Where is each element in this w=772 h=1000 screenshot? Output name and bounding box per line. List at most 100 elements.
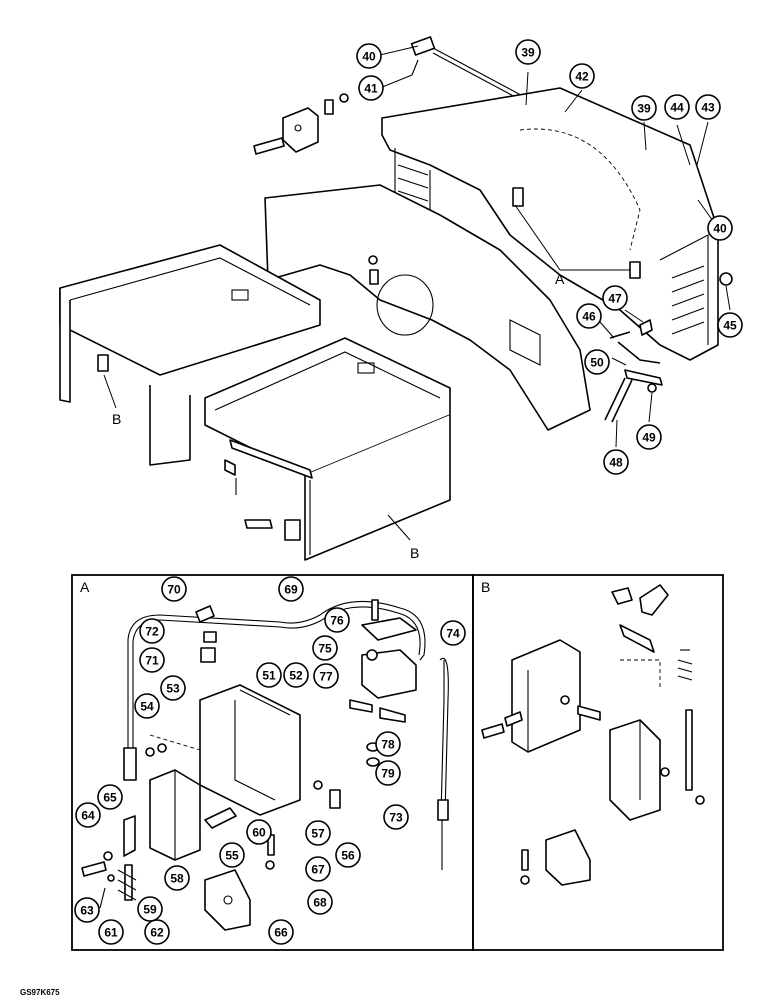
- hinge-bracket-top: [410, 36, 436, 76]
- callout-62: 62: [144, 919, 170, 945]
- callout-55: 55: [219, 842, 245, 868]
- callouts-main: 39 40 41 42 39 44 43 40 45 47 46 50 48 49: [356, 39, 743, 475]
- callout-57: 57: [305, 820, 331, 846]
- callout-number: 44: [670, 101, 684, 115]
- callout-number: 69: [284, 583, 298, 597]
- fastener-group-right: [604, 272, 733, 423]
- main-exploded-view: A B B 39 40 41 42 39 44 43 40 45 47 46 50 48 49: [59, 36, 743, 561]
- lever-plate: [349, 599, 417, 723]
- callout-65: 65: [97, 784, 123, 810]
- callout-number: 47: [608, 292, 622, 306]
- callout-67: 67: [305, 856, 331, 882]
- cable-clamp: [195, 605, 217, 663]
- callout-47: 47: [602, 285, 628, 311]
- callout-78: 78: [375, 731, 401, 757]
- callout-number: 66: [274, 926, 288, 940]
- callout-75: 75: [312, 635, 338, 661]
- callout-72: 72: [139, 618, 165, 644]
- callout-40: 40: [356, 43, 382, 69]
- callout-number: 70: [167, 583, 181, 597]
- inset-b-label: B: [481, 579, 490, 595]
- pivot-bracket: [204, 869, 251, 931]
- callout-number: 76: [330, 614, 344, 628]
- callout-number: 73: [389, 811, 403, 825]
- callout-number: 62: [150, 926, 164, 940]
- callout-number: 41: [364, 82, 378, 96]
- latch-bracket-b: [481, 639, 601, 753]
- callout-number: 67: [311, 863, 325, 877]
- callout-number: 45: [723, 319, 737, 333]
- callout-70: 70: [161, 576, 187, 602]
- callout-number: 71: [145, 654, 159, 668]
- callout-number: 78: [381, 738, 395, 752]
- callout-69: 69: [278, 576, 304, 602]
- callout-number: 68: [313, 896, 327, 910]
- callout-number: 40: [362, 50, 376, 64]
- drawing-code: GS97K675: [20, 988, 60, 997]
- callout-66: 66: [268, 919, 294, 945]
- inset-b: B: [472, 574, 724, 951]
- callout-number: 65: [103, 791, 117, 805]
- callout-number: 61: [104, 926, 118, 940]
- callout-number: 39: [637, 102, 651, 116]
- callout-52: 52: [283, 662, 309, 688]
- callout-60: 60: [246, 819, 272, 845]
- callout-number: 39: [521, 46, 535, 60]
- callout-number: 74: [446, 627, 460, 641]
- callout-41: 41: [358, 75, 384, 101]
- inset-a: A: [71, 574, 474, 951]
- callout-40: 40: [707, 215, 733, 241]
- callout-number: 51: [262, 669, 276, 683]
- control-cable: [123, 600, 449, 870]
- left-fender: [59, 244, 321, 466]
- ref-letter-b-right: B: [410, 545, 419, 561]
- right-fender: [204, 337, 451, 561]
- mounting-bracket: [253, 93, 349, 155]
- callout-59: 59: [137, 896, 163, 922]
- callout-63: 63: [74, 897, 100, 923]
- callout-number: 46: [582, 310, 596, 324]
- callout-79: 79: [375, 760, 401, 786]
- fasteners-a: [145, 742, 380, 870]
- ref-letter-a-main: A: [555, 271, 565, 287]
- callout-number: 58: [170, 872, 184, 886]
- mounting-bracket-a: [149, 684, 301, 816]
- callout-number: 59: [143, 903, 157, 917]
- callout-number: 79: [381, 767, 395, 781]
- callout-61: 61: [98, 919, 124, 945]
- callout-number: 54: [140, 700, 154, 714]
- callout-number: 75: [318, 642, 332, 656]
- callout-number: 63: [80, 904, 94, 918]
- callout-number: 56: [341, 849, 355, 863]
- front-cowl-panel: [264, 184, 591, 431]
- callout-64: 64: [75, 802, 101, 828]
- callout-number: 55: [225, 849, 239, 863]
- callout-58: 58: [164, 865, 190, 891]
- callout-number: 57: [311, 827, 325, 841]
- callout-number: 42: [575, 70, 589, 84]
- callout-number: 43: [701, 101, 715, 115]
- callout-43: 43: [695, 94, 721, 120]
- ref-letter-b-left: B: [112, 411, 121, 427]
- callout-number: 60: [252, 826, 266, 840]
- callout-number: 64: [81, 809, 95, 823]
- callout-77: 77: [313, 663, 339, 689]
- callout-73: 73: [383, 804, 409, 830]
- latch-block-b: [609, 709, 705, 821]
- callout-49: 49: [636, 424, 662, 450]
- callout-50: 50: [584, 349, 610, 375]
- callout-39: 39: [515, 39, 541, 65]
- key-and-handle-b: [611, 584, 693, 690]
- callout-51: 51: [256, 662, 282, 688]
- callout-number: 50: [590, 356, 604, 370]
- callout-48: 48: [603, 449, 629, 475]
- callout-76: 76: [324, 607, 350, 633]
- callout-number: 53: [166, 682, 180, 696]
- callout-74: 74: [440, 620, 466, 646]
- callout-number: 48: [609, 456, 623, 470]
- callout-number: 72: [145, 625, 159, 639]
- callout-42: 42: [569, 63, 595, 89]
- callout-56: 56: [335, 842, 361, 868]
- callout-39: 39: [631, 95, 657, 121]
